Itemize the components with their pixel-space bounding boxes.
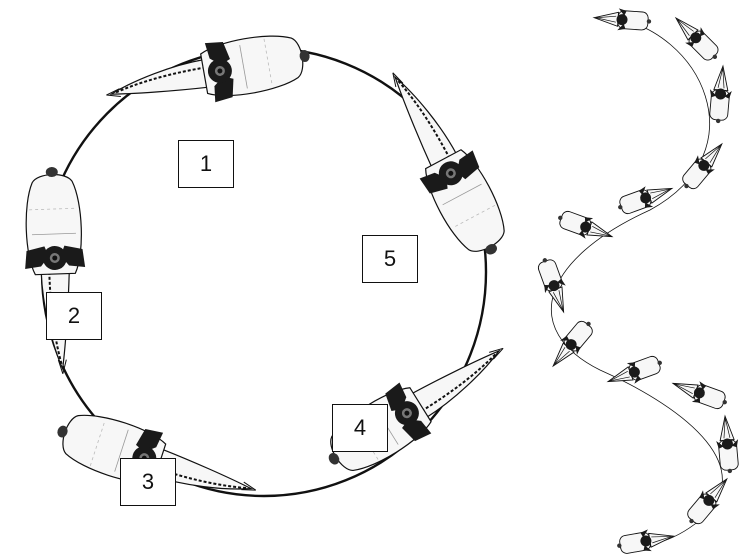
label-box-1: 1 [178,140,234,188]
label-box-5: 5 [362,235,418,283]
label-text: 4 [353,415,367,440]
label-text: 2 [67,303,81,328]
animal-position-1 [99,24,316,122]
wavy-animal [603,351,667,393]
wavy-animal [681,471,736,531]
label-text: 1 [199,151,213,176]
wavy-swim-track [533,6,740,558]
wavy-animal [713,414,740,475]
wavy-animal [667,9,725,67]
wavy-animal [533,253,575,317]
animal-position-2 [20,165,90,376]
wavy-animal [676,136,731,196]
label-text: 3 [141,469,155,494]
label-box-4: 4 [332,404,388,452]
wavy-animal [706,64,735,125]
label-text: 5 [383,246,397,271]
wavy-animal [614,524,676,558]
label-box-3: 3 [120,458,176,506]
wavy-animal [592,6,653,34]
label-box-2: 2 [46,292,102,340]
wavy-animal [668,372,732,414]
wavy-animal [553,206,617,248]
